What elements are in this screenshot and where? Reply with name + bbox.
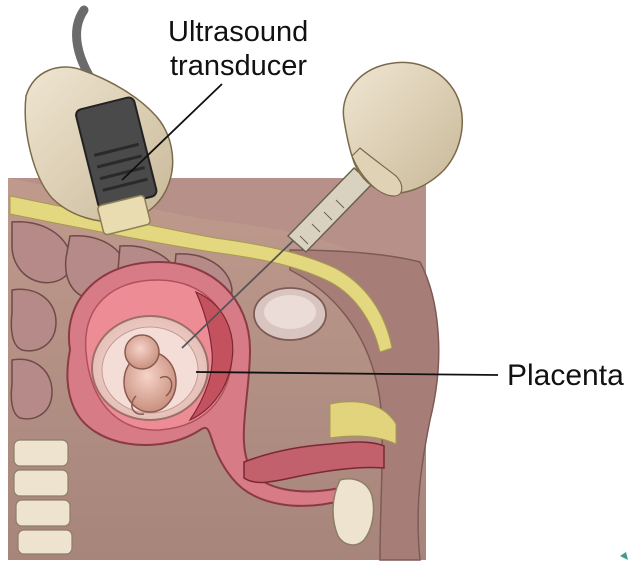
placenta-label: Placenta [507,361,624,391]
transducer-label-line1: Ultrasound [168,18,308,47]
bladder-inner [264,295,316,329]
transducer-label-line2: transducer [170,52,307,81]
pubic-bone [333,479,374,545]
corner-mark [620,552,628,560]
